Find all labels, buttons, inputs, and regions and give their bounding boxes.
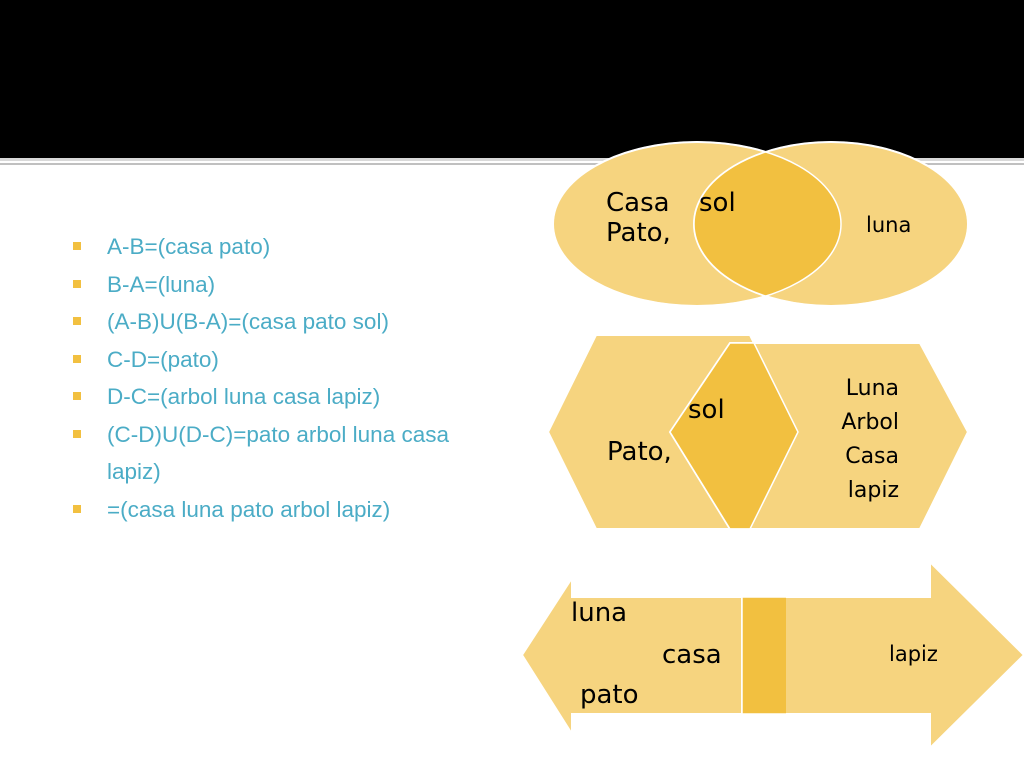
bullet-text: D-C=(arbol luna casa lapiz) bbox=[107, 384, 381, 409]
square-bullet-icon bbox=[73, 279, 81, 288]
arrow-left-label-2: casa bbox=[662, 640, 722, 670]
square-bullet-icon bbox=[73, 504, 81, 513]
square-bullet-icon bbox=[73, 317, 81, 325]
venn-left-label: Casa Pato, bbox=[606, 188, 671, 249]
hexagon-left-label: Pato, bbox=[607, 437, 672, 467]
bullet-item: C-D=(pato) bbox=[72, 341, 492, 379]
arrow-right-label: lapiz bbox=[889, 642, 938, 666]
title-bar bbox=[0, 0, 1024, 158]
arrow-diagram bbox=[520, 559, 1024, 751]
bullet-list: A-B=(casa pato) B-A=(luna) (A-B)U(B-A)=(… bbox=[72, 228, 492, 528]
bullet-text: (A-B)U(B-A)=(casa pato sol) bbox=[107, 309, 389, 334]
venn-intersection bbox=[694, 142, 841, 306]
bullet-item: D-C=(arbol luna casa lapiz) bbox=[72, 378, 492, 416]
bullet-item: A-B=(casa pato) bbox=[72, 228, 492, 266]
venn-diagram bbox=[552, 141, 969, 307]
arrow-left-label-1: luna bbox=[571, 598, 628, 628]
square-bullet-icon bbox=[73, 354, 81, 363]
divider-line-secondary bbox=[0, 163, 1024, 165]
bullet-item: =(casa luna pato arbol lapiz) bbox=[72, 491, 492, 529]
bullet-text: B-A=(luna) bbox=[107, 271, 216, 297]
venn-overlap-label: sol bbox=[699, 188, 736, 218]
square-bullet-icon bbox=[73, 392, 81, 400]
bullet-text: (C-D)U(D-C)=pato arbol luna casa lapiz) bbox=[107, 421, 449, 485]
hexagon-right-outline bbox=[669, 342, 969, 530]
hexagon-overlap-label: sol bbox=[688, 395, 725, 425]
divider-line bbox=[0, 158, 1024, 161]
bullet-item: (C-D)U(D-C)=pato arbol luna casa lapiz) bbox=[72, 416, 492, 491]
hexagon-right-label: Luna Arbol Casa lapiz bbox=[841, 376, 899, 503]
venn-right-outline bbox=[693, 141, 969, 307]
venn-right-label: luna bbox=[866, 213, 912, 237]
bullet-text: C-D=(pato) bbox=[107, 346, 219, 372]
square-bullet-icon bbox=[73, 429, 81, 438]
hexagon-intersection bbox=[670, 343, 798, 529]
bullet-item: (A-B)U(B-A)=(casa pato sol) bbox=[72, 303, 492, 341]
bullet-text: =(casa luna pato arbol lapiz) bbox=[107, 496, 391, 522]
hexagon-diagram bbox=[546, 334, 970, 530]
venn-left-outline bbox=[552, 141, 842, 307]
arrow-left-label-3: pato bbox=[580, 680, 639, 710]
bullet-text: A-B=(casa pato) bbox=[107, 234, 271, 259]
square-bullet-icon bbox=[73, 242, 81, 250]
right-arrow-outline bbox=[741, 560, 1024, 750]
hexagon-left-outline bbox=[547, 334, 799, 530]
bullet-item: B-A=(luna) bbox=[72, 266, 492, 304]
